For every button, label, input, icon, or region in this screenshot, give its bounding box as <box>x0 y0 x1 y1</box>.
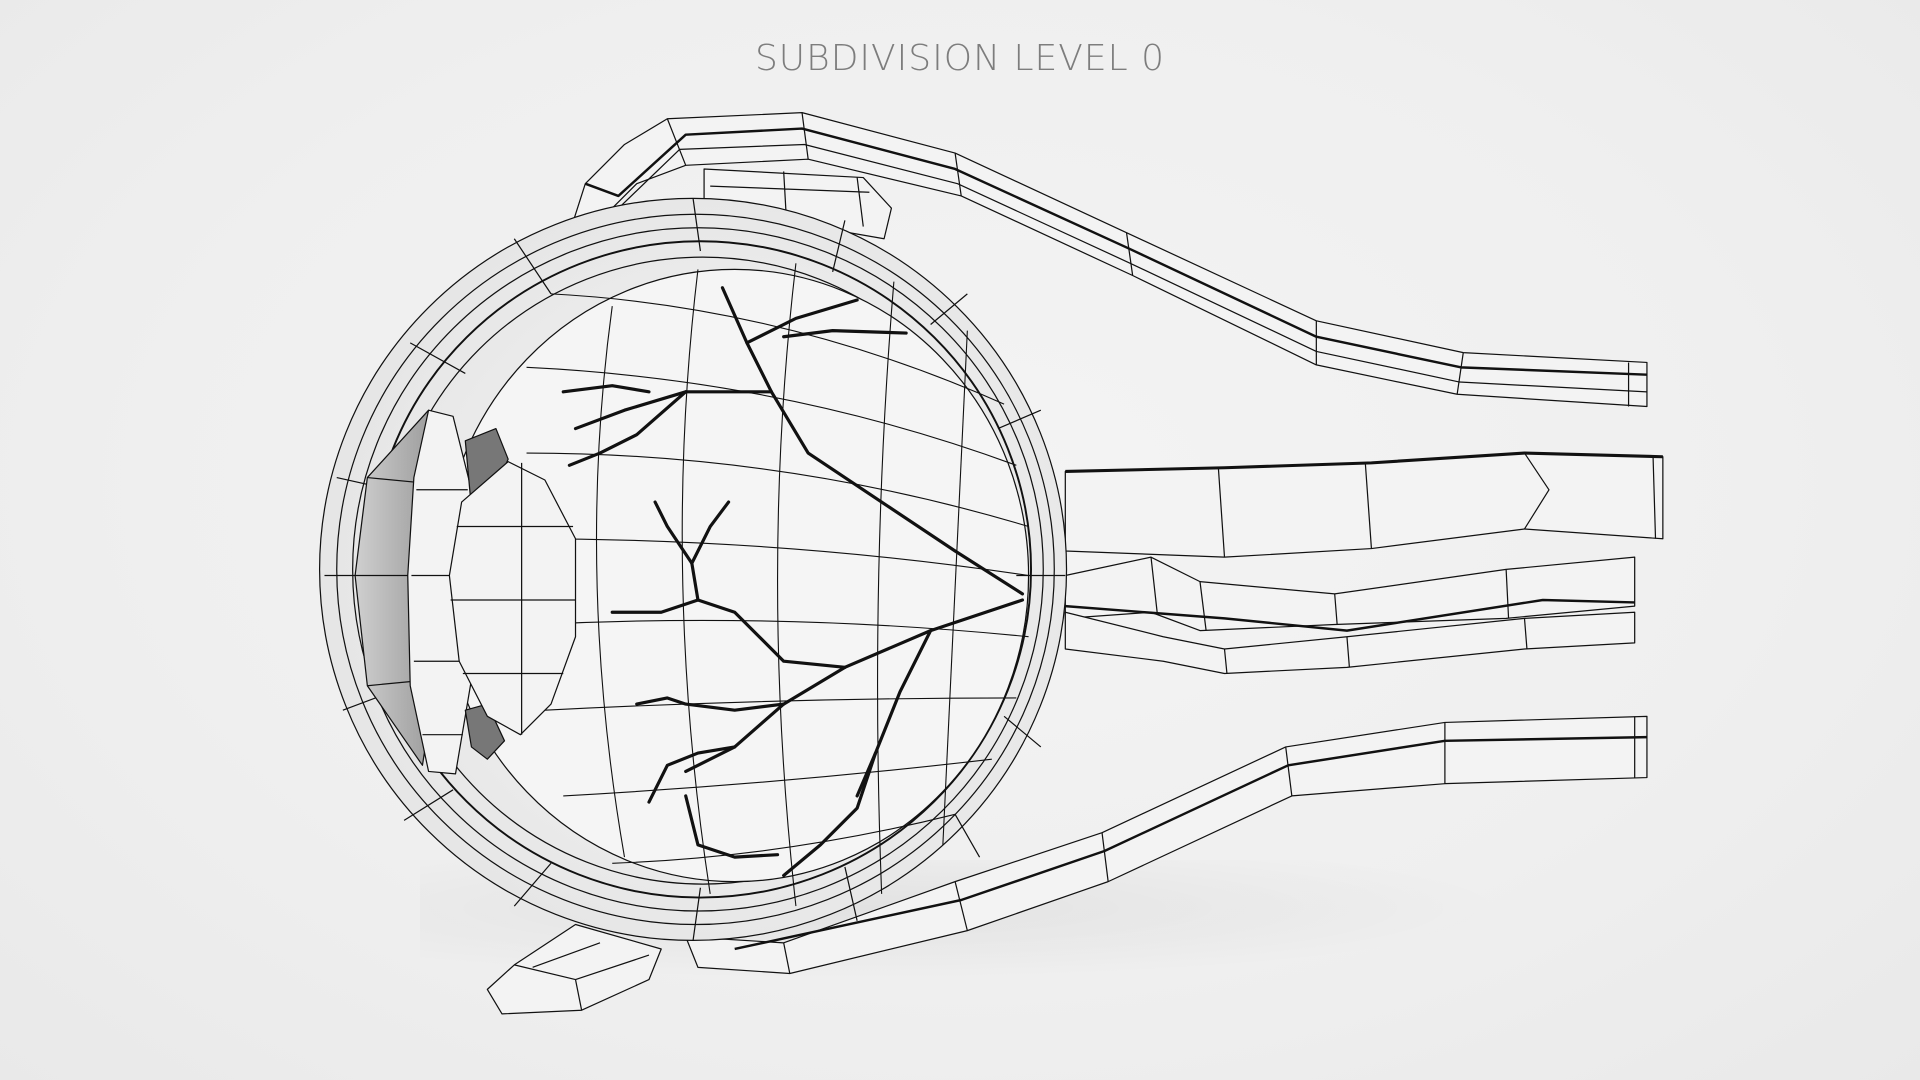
inferior-oblique-tail <box>486 923 662 1015</box>
retinal-blood-vessels <box>561 286 1025 878</box>
optic-nerve <box>1064 451 1664 558</box>
medial-lateral-muscles <box>1064 556 1636 675</box>
superior-rectus-muscle <box>565 112 1648 408</box>
page-title: SUBDIVISION LEVEL 0 <box>754 38 1166 79</box>
lens <box>448 461 577 736</box>
inferior-rectus-muscle <box>685 715 1648 975</box>
retina-grid <box>526 263 1029 907</box>
